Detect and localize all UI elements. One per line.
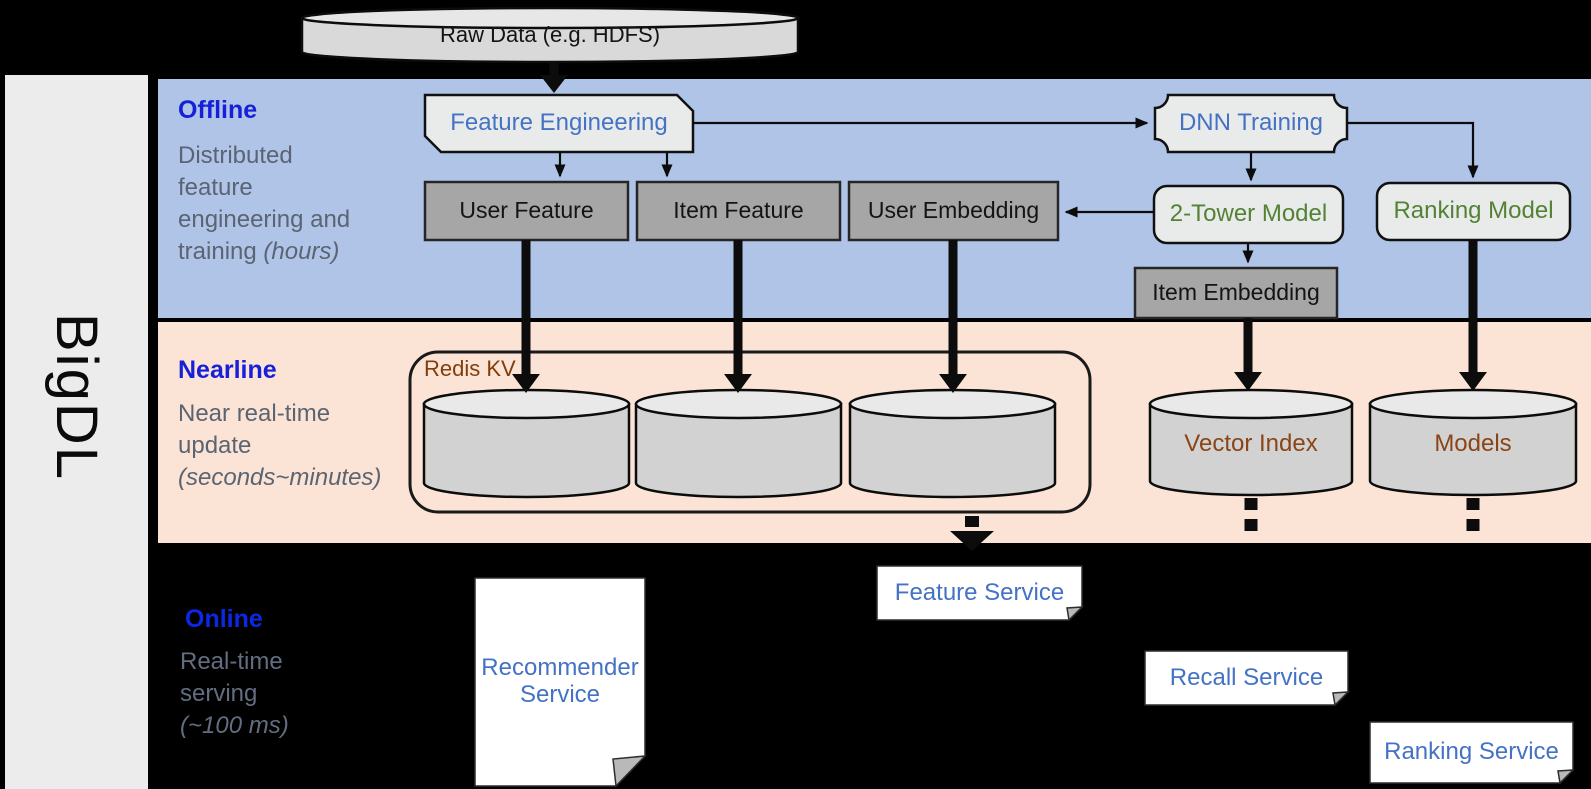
item-embedding-node [1133,266,1339,320]
arrow-item-feature-to-redis [724,240,752,393]
online-section-description: Real-time serving (~100 ms) [180,646,300,742]
ranking-model-label: Ranking Model [1393,197,1554,225]
folded-corner-icon [1066,606,1084,622]
recommender-service-label: Recommender Service [481,654,639,708]
nearline-description-text: Near real-time update [178,400,331,460]
redis-cylinder-3 [848,388,1057,499]
ranking-service-label: Ranking Service [1384,738,1559,766]
offline-description-latency: (hours) [263,238,340,266]
user-feature-label: User Feature [459,197,594,224]
redis-kv-container [408,350,1092,514]
offline-section-title: Offline [178,96,258,124]
vector-index-label: Vector Index [1184,429,1318,457]
recall-service-node [1144,650,1350,707]
thin-arrows [554,117,1479,264]
arrow-raw-data-to-fe [540,62,568,93]
user-embedding-node [847,180,1060,242]
offline-description-text: Distributed feature engineering and trai… [178,142,351,266]
recommender-service-node [474,577,647,788]
raw-data-label: Raw Data (e.g. HDFS) [439,21,661,47]
arrow-dnn-to-ranking-model [1347,121,1479,179]
offline-section-description: Distributed feature engineering and trai… [178,140,358,269]
recall-service-label: Recall Service [1169,663,1324,691]
item-feature-label: Item Feature [673,197,804,224]
redis-cylinder-1 [422,388,631,499]
bigdl-logo-text: BigDL [44,313,109,481]
online-description-text: Real-time serving [180,648,283,708]
raw-data-cylinder [300,6,800,64]
online-section-title: Online [185,605,263,633]
feature-service-label: Feature Service [894,578,1065,606]
nearline-section-title: Nearline [178,356,277,384]
folded-corner-icon [1332,691,1350,707]
bigdl-sidebar: BigDL [5,75,148,789]
user-embedding-label: User Embedding [867,197,1040,224]
folded-corner-icon [1557,769,1575,785]
two-tower-model-label: 2-Tower Model [1169,200,1328,228]
redis-cylinder-2 [634,388,843,499]
online-description-latency: (~100 ms) [180,712,289,740]
feature-service-node [876,565,1084,622]
arrow-user-feature-to-redis [512,240,540,393]
ranking-service-node [1369,721,1575,785]
user-feature-node [423,180,630,242]
dnn-training-label: DNN Training [1178,109,1324,137]
item-embedding-label: Item Embedding [1152,279,1320,306]
vector-index-cylinder [1148,388,1354,497]
feature-engineering-node [423,93,695,154]
dashed-arrow-redis-to-feature-service [950,516,994,551]
models-label: Models [1434,429,1512,457]
nearline-section-description: Near real-time update (seconds~minutes) [178,398,381,494]
nearline-description-latency: (seconds~minutes) [178,464,382,492]
redis-kv-label: Redis KV [424,356,516,381]
arrow-item-embedding-to-vector-index [1234,318,1262,391]
item-feature-node [635,180,842,242]
arrow-ranking-model-to-models [1459,240,1487,391]
folded-corner-icon [612,755,647,788]
dashed-connectors [950,498,1480,551]
feature-engineering-label: Feature Engineering [450,109,668,137]
dnn-training-node [1153,93,1349,154]
arrow-user-embedding-to-redis [939,240,967,393]
thick-arrows [512,62,1487,393]
